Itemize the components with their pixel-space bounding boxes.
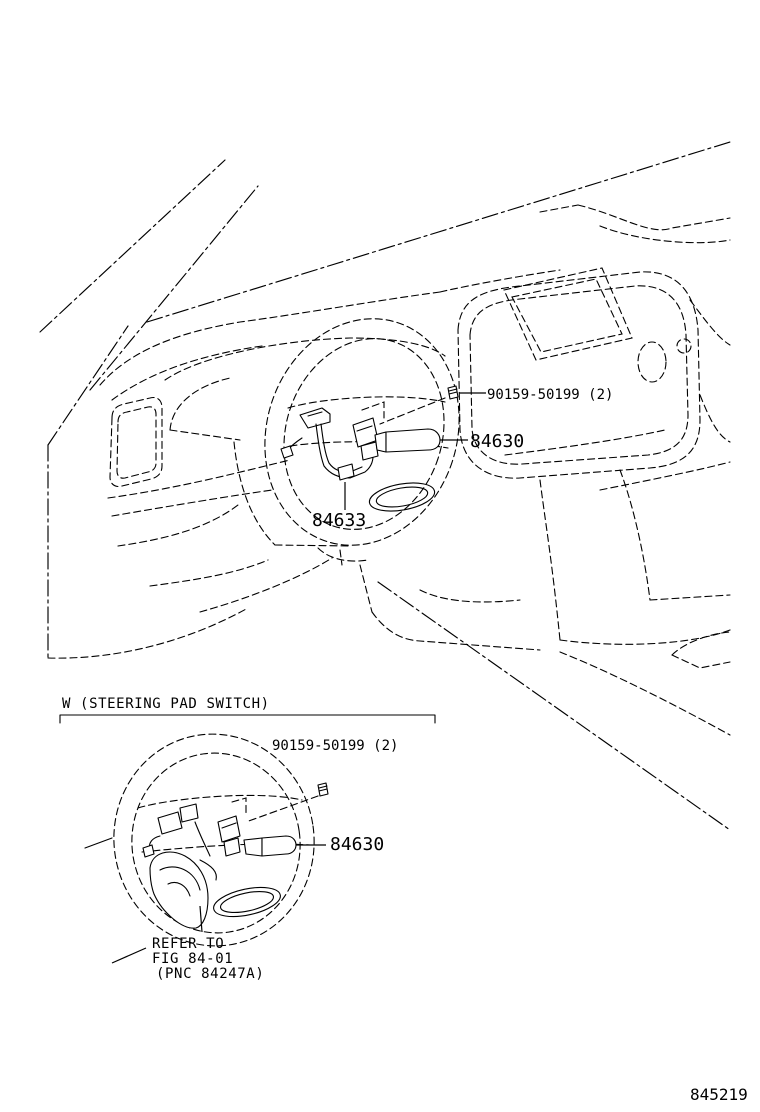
instrument-cluster bbox=[457, 267, 731, 479]
cruise-control-switch-84630-main bbox=[352, 397, 468, 461]
reference-note-line-2[interactable]: FIG 84-01 bbox=[152, 951, 233, 967]
figure-number: 845219 bbox=[690, 1085, 748, 1104]
cluster-hood bbox=[164, 337, 446, 547]
screw-callout-main[interactable]: 90159-50199 (2) bbox=[487, 387, 613, 403]
switch-callout-inset[interactable]: 84630 bbox=[330, 834, 384, 855]
steering-wheel-inset bbox=[84, 733, 315, 947]
inset-title: W (STEERING PAD SWITCH) bbox=[62, 696, 270, 712]
harness-callout-main[interactable]: 84633 bbox=[312, 510, 366, 531]
reference-note-line-3: (PNC 84247A) bbox=[156, 966, 264, 982]
steering-wheel-main bbox=[264, 318, 460, 566]
harness-84633 bbox=[280, 407, 374, 510]
left-air-vent bbox=[109, 396, 163, 488]
screw-90159-50199-inset bbox=[317, 782, 329, 797]
inset-bracket bbox=[59, 714, 436, 724]
switch-callout-main[interactable]: 84630 bbox=[470, 431, 524, 452]
screw-90159-50199-main bbox=[447, 385, 486, 400]
cruise-control-switch-84630-inset bbox=[217, 795, 326, 857]
reference-note-line-1: REFER TO bbox=[152, 936, 224, 952]
screw-callout-inset[interactable]: 90159-50199 (2) bbox=[272, 738, 398, 754]
center-console bbox=[359, 461, 731, 831]
dashboard-outline bbox=[47, 204, 731, 659]
steering-pad-assembly bbox=[111, 803, 217, 964]
windshield-lines bbox=[39, 141, 731, 391]
